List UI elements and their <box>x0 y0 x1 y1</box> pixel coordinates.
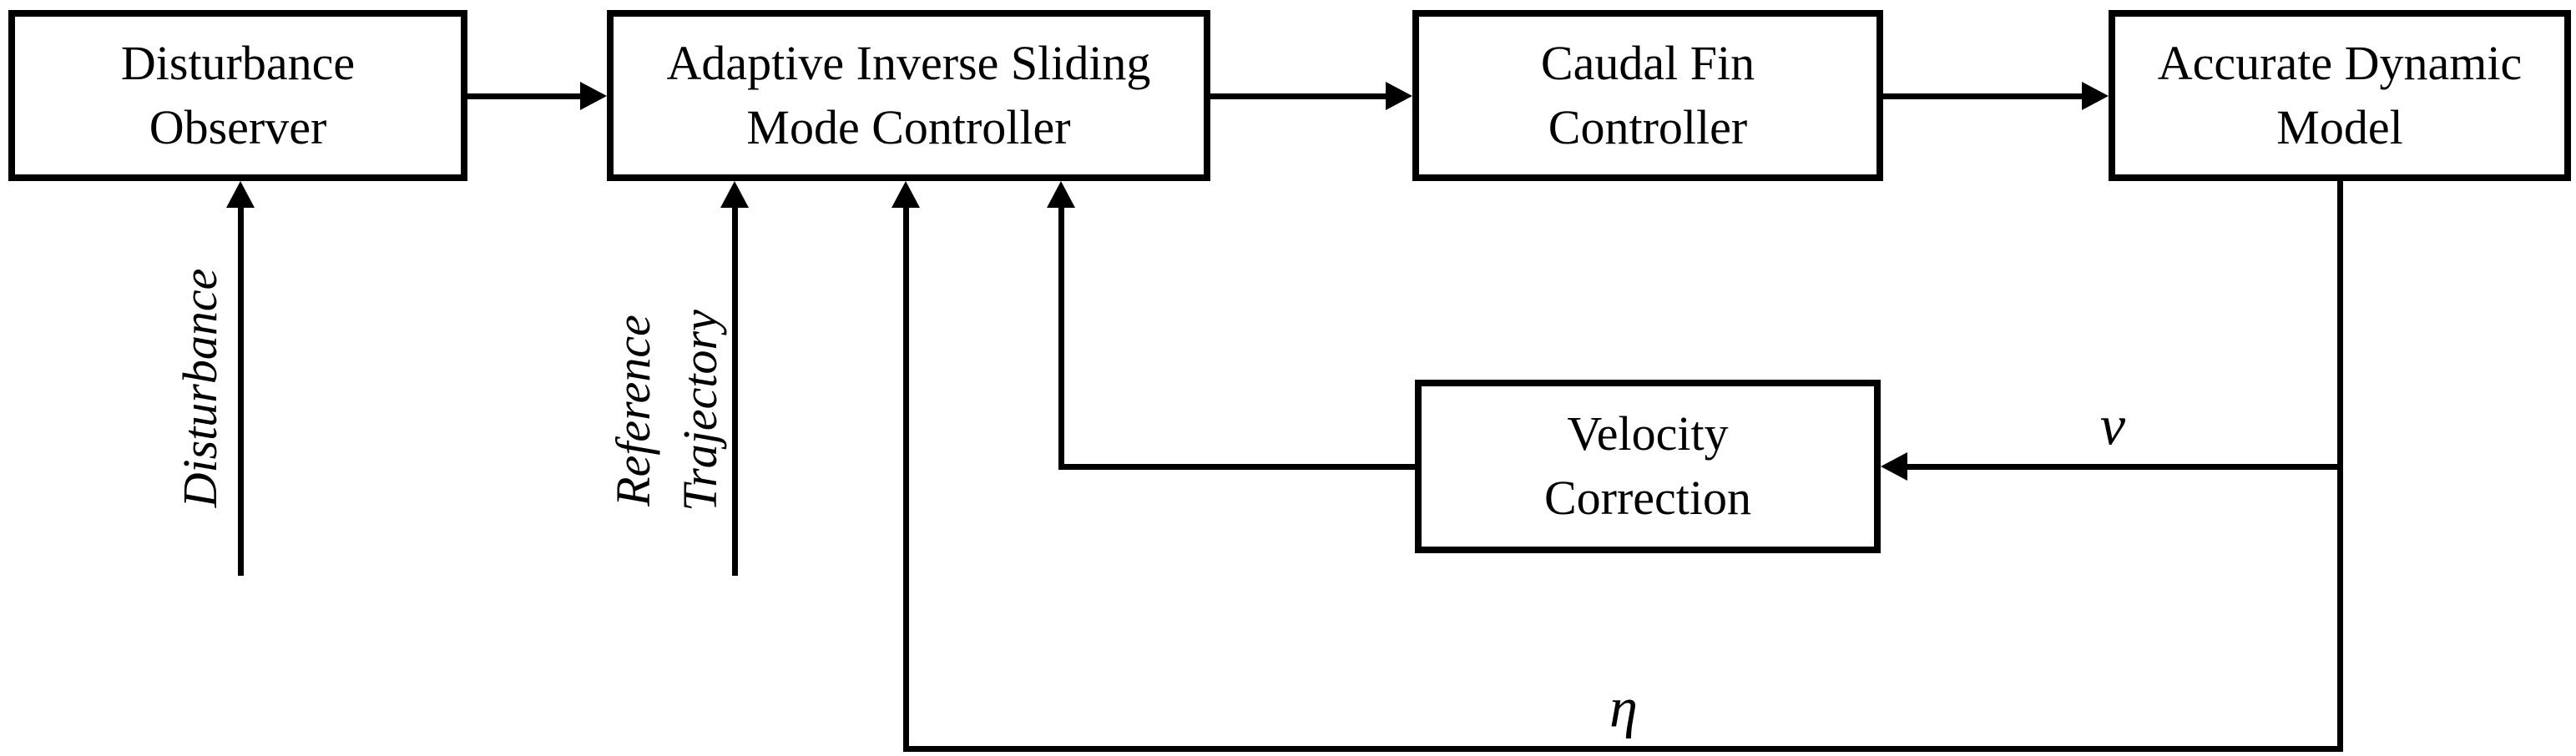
block-caudal-fin-controller-label: Caudal Fin Controller <box>1540 35 1755 154</box>
block-accurate-dynamic-model-label: Accurate Dynamic Model <box>2157 35 2523 154</box>
edge-caudal-fin-to-model-line <box>1883 93 2084 99</box>
signal-label-eta: η <box>1609 675 1638 739</box>
edge-disturbance-input-line <box>238 204 244 576</box>
edge-eta-feedback-arrowhead-icon <box>891 181 920 208</box>
edge-caudal-fin-to-model-arrowhead-icon <box>2082 82 2109 110</box>
block-adaptive-inverse-sliding-mode-controller: Adaptive Inverse Sliding Mode Controller <box>607 10 1210 181</box>
edge-controller-to-caudal-fin-line <box>1210 93 1388 99</box>
block-disturbance-observer-label: Disturbance Observer <box>120 35 356 154</box>
edge-disturbance-input-arrowhead-icon <box>226 181 255 208</box>
edge-observer-to-controller-line <box>467 93 584 99</box>
edge-controller-to-caudal-fin-arrowhead-icon <box>1386 82 1412 110</box>
signal-label-reference-trajectory: Reference Trajectory <box>605 310 727 512</box>
edge-velocity-branch-arrowhead-icon <box>1881 452 1907 481</box>
edge-velocity-correction-up-line <box>1058 204 1064 470</box>
block-caudal-fin-controller: Caudal Fin Controller <box>1412 10 1883 181</box>
block-disturbance-observer: Disturbance Observer <box>8 10 467 181</box>
edge-eta-feedback-up-line <box>903 204 909 752</box>
signal-label-disturbance: Disturbance <box>172 268 227 508</box>
block-accurate-dynamic-model: Accurate Dynamic Model <box>2109 10 2571 181</box>
block-velocity-correction: Velocity Correction <box>1415 380 1881 553</box>
signal-label-velocity: v <box>2099 393 2126 457</box>
block-adaptive-inverse-sliding-mode-controller-label: Adaptive Inverse Sliding Mode Controller <box>666 35 1151 154</box>
edge-observer-to-controller-arrowhead-icon <box>580 82 607 110</box>
edge-velocity-branch-line <box>1906 464 2343 470</box>
edge-reference-trajectory-input-line <box>732 204 738 576</box>
edge-eta-feedback-bottom-line <box>903 746 2343 752</box>
edge-velocity-correction-out-line <box>1058 464 1415 470</box>
block-velocity-correction-label: Velocity Correction <box>1543 406 1752 525</box>
edge-reference-trajectory-input-arrowhead-icon <box>720 181 749 208</box>
edge-velocity-correction-arrowhead-icon <box>1047 181 1075 208</box>
